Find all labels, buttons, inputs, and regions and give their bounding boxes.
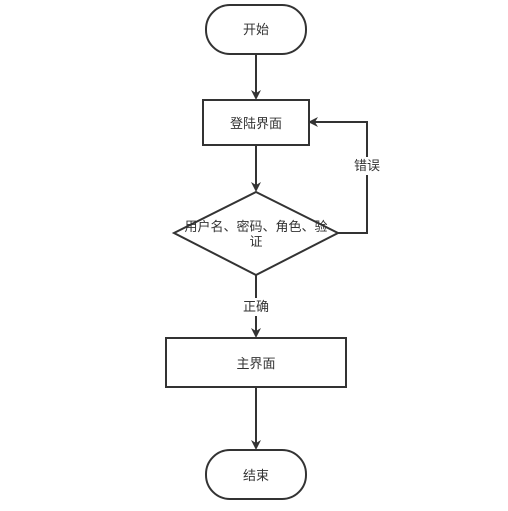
error-label-bg	[350, 157, 384, 175]
main-node	[165, 337, 347, 388]
verify-node-label-line1: 用户名、密码、角色、验	[184, 219, 327, 235]
login-node-label: 登陆界面	[230, 116, 282, 132]
edge-verify-error-to-login	[308, 117, 368, 234]
edge-correct-label: 正确	[243, 300, 269, 315]
end-node-label: 结束	[243, 469, 269, 484]
login-node	[202, 99, 310, 146]
verify-decision-node	[171, 190, 341, 277]
end-node	[205, 449, 307, 500]
verify-node-label-line2: 证	[249, 235, 262, 250]
correct-label-bg	[239, 298, 273, 316]
edge-error-label: 错误	[354, 159, 380, 174]
start-node	[205, 4, 307, 55]
main-node-label: 主界面	[236, 357, 275, 372]
start-node-label: 开始	[243, 23, 269, 38]
